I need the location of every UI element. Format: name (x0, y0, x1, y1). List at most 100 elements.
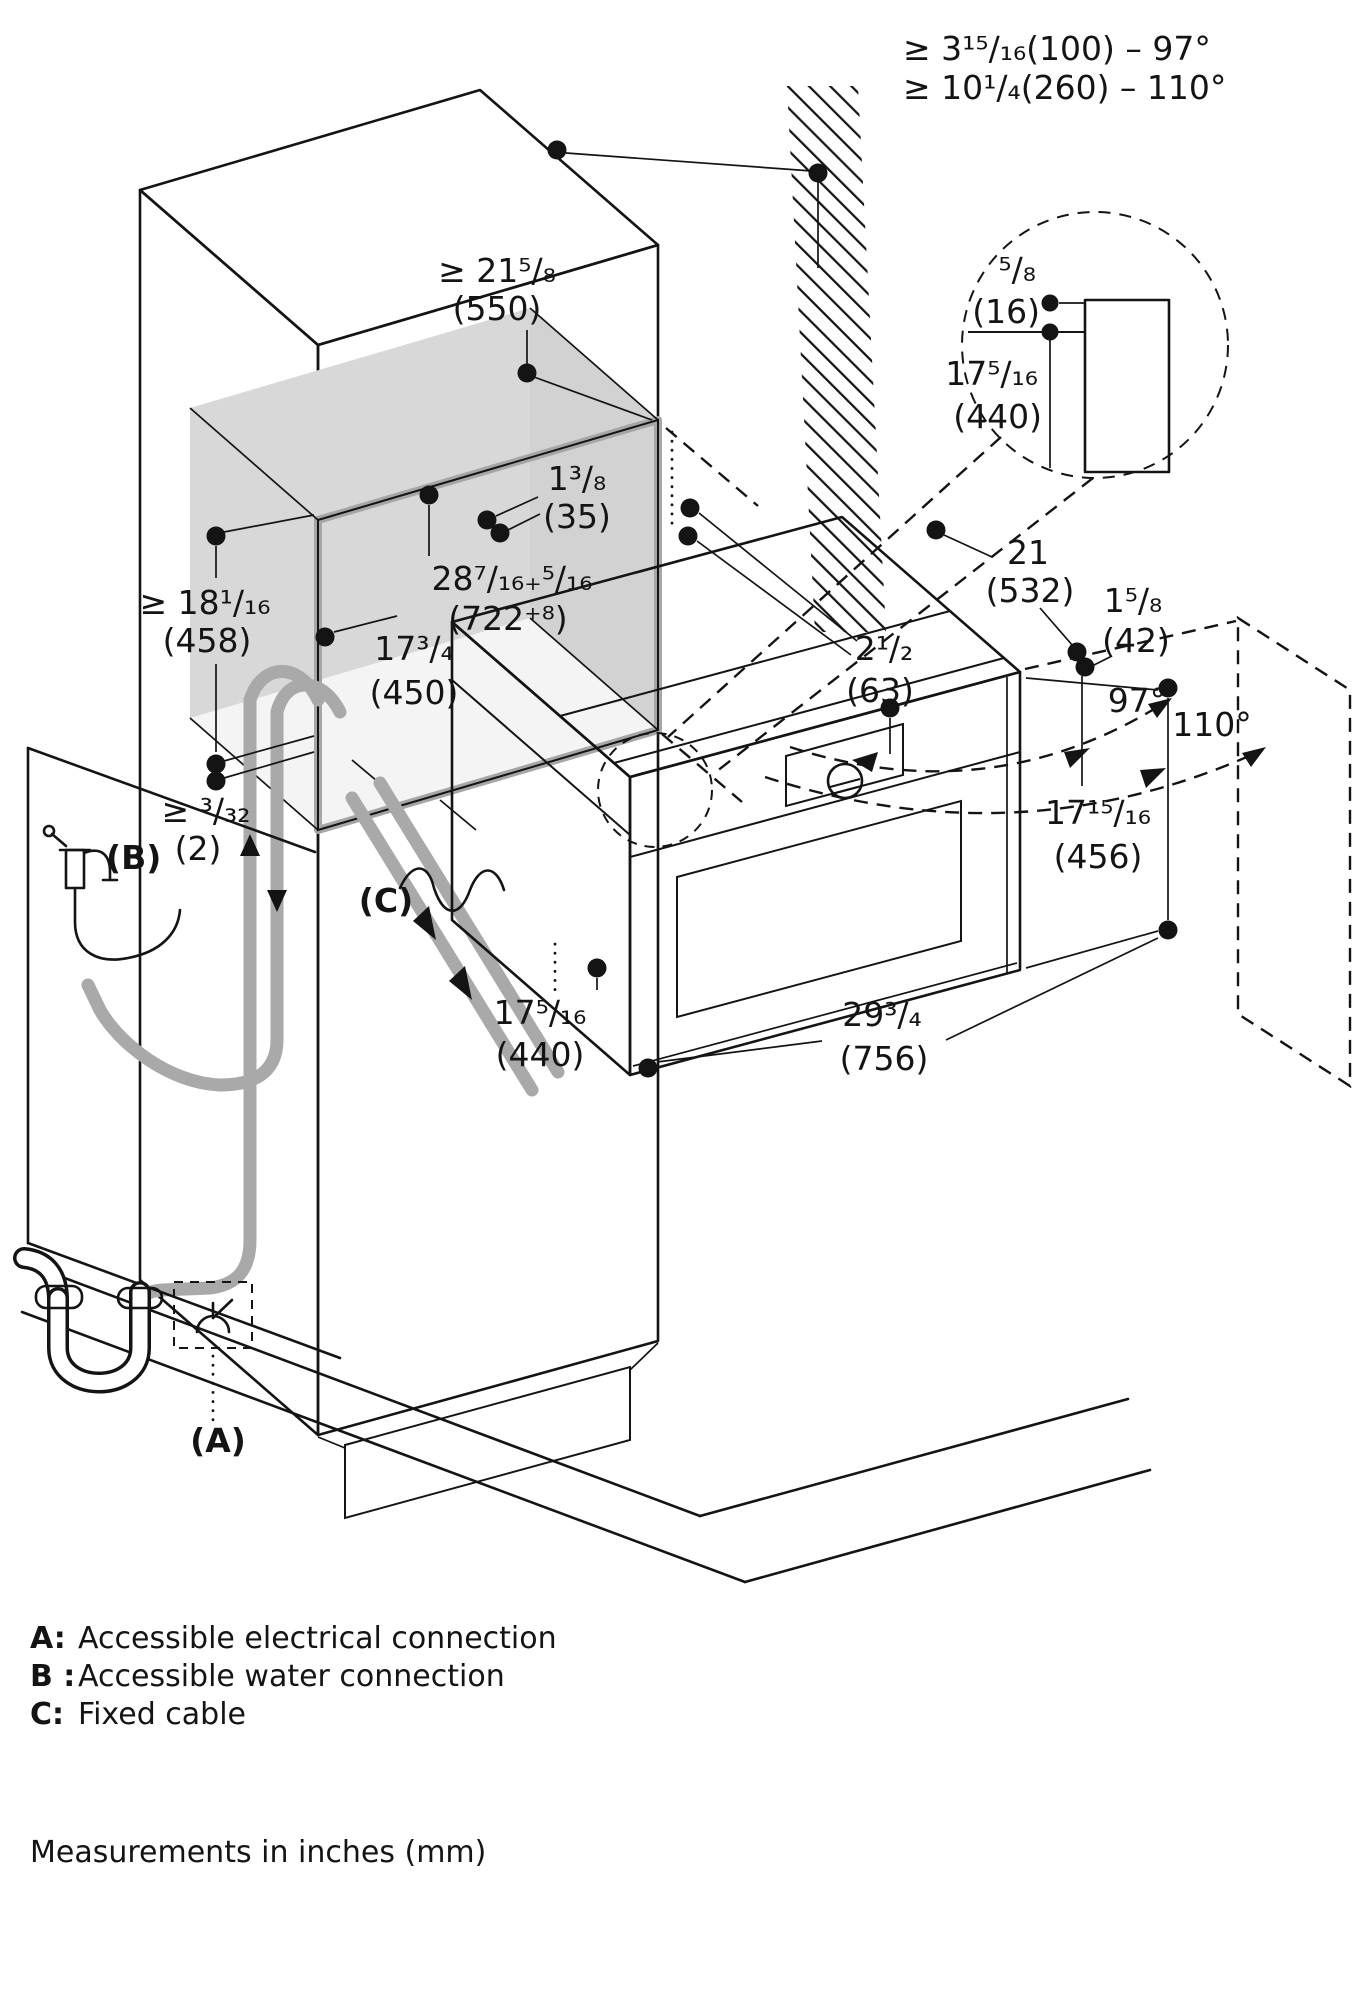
faucet-supply-pipe (73, 886, 182, 961)
arc-mid-arrow-left-icon (852, 752, 878, 772)
appliance-niche (189, 307, 662, 834)
dim-control-mm: (63) (846, 671, 914, 710)
dim-height-mm: (456) (1054, 837, 1143, 876)
dim-niche-width-in: 28⁷/₁₆₊⁵/₁₆ (431, 559, 592, 598)
faucet-icon (42, 824, 182, 961)
niche-floor (190, 618, 658, 830)
dim-top-clearance-in: ≥ 21⁵/₈ (438, 251, 556, 290)
detail-gap-in: ⁵/₈ (998, 250, 1036, 289)
leader-recess-2 (507, 513, 541, 531)
oven-corner-detail-circle (597, 732, 713, 848)
measurement-note: Measurements in inches (mm) (30, 1835, 486, 1870)
dim-recess-in: 1³/₈ (548, 459, 607, 498)
hose-arrow-1-icon (413, 906, 436, 940)
leader-control-2 (696, 540, 852, 656)
detail-gap-mm: (16) (972, 292, 1040, 331)
swing-arc-110 (764, 750, 1259, 815)
oven-control-recess (785, 722, 904, 808)
dot-oven-width (638, 1058, 658, 1078)
niche-right-wall (530, 308, 658, 730)
hose-supply (81, 678, 347, 1092)
room (20, 86, 1152, 1584)
detail-dot-2 (1041, 323, 1059, 341)
dot-rear-gap-1 (206, 754, 226, 774)
faucet-spout (82, 849, 112, 882)
dim-oven-depth-mm: (440) (496, 1035, 585, 1074)
dot-height-bottom (1158, 920, 1178, 940)
dim-panel-in: 1⁵/₈ (1104, 581, 1163, 620)
connection-b-label: (B) (106, 838, 161, 877)
detail-leader-2 (711, 477, 1094, 776)
dim-height-in: 17¹⁵/₁₆ (1045, 793, 1151, 832)
dot-panel-2 (1075, 657, 1095, 677)
hose-diagonal-2 (373, 776, 565, 1079)
dot-control-3 (880, 698, 900, 718)
wall-clearance-110: ≥ 10¹/₄(260) – 110° (903, 68, 1226, 107)
flow-arrow-down-icon (267, 890, 287, 912)
electrical-connection (173, 1281, 253, 1422)
legend-key-a: A: (30, 1621, 66, 1656)
leader-panel (1091, 655, 1113, 667)
plinth-join-left (317, 1436, 346, 1449)
counter-base-edge (26, 1241, 342, 1360)
trap-u-fill (50, 1284, 148, 1390)
dot-control-2 (678, 526, 698, 546)
dim-niche-depth-in: 17³/₄ (374, 629, 454, 668)
guide-bottom (661, 733, 743, 803)
connection-c-label: (C) (359, 881, 413, 920)
faucet-handle (50, 832, 68, 848)
dot-niche-depth (315, 627, 335, 647)
open-door-outline (1236, 615, 1352, 1089)
drain-trap-icon (13, 1247, 164, 1394)
leader-recess-1 (495, 496, 539, 517)
dot-panel-1 (1067, 642, 1087, 662)
wall-hatch (787, 86, 886, 632)
dim-niche-width-mm: (722⁺⁸) (448, 599, 567, 638)
faucet-body (64, 848, 86, 890)
oven-side-line (451, 679, 631, 836)
dim-depth-wall-mm: (532) (986, 571, 1075, 610)
niche-back-wall (190, 308, 530, 718)
guide-top (665, 427, 759, 507)
detail-leader-1 (667, 436, 1002, 738)
electrical-box (173, 1281, 253, 1349)
dot-control-1 (680, 498, 700, 518)
floor-edge-right (698, 1397, 1130, 1518)
dim-side-clearance-in: ≥ 18¹/₁₆ (140, 583, 271, 622)
legend-label-b: Accessible water connection (78, 1659, 505, 1694)
dim-rear-gap-in: ≥ ³/₃₂ (162, 791, 251, 830)
dot-rear-gap-2 (206, 771, 226, 791)
cabinet-plinth (344, 1365, 631, 1520)
detail-panel-mm: (440) (953, 397, 1042, 436)
dot-height-top (1158, 678, 1178, 698)
angle-110-label: 110° (1172, 705, 1252, 744)
dot-cabinet-top (547, 140, 567, 160)
oven-door-window (676, 799, 962, 1019)
detail-circle (961, 211, 1229, 479)
arc110-arrow-icon (1242, 747, 1266, 767)
arc97-arrow-icon (1148, 698, 1172, 718)
legend-label-c: Fixed cable (78, 1697, 246, 1732)
open-door-link-top (1024, 619, 1237, 671)
oven-top-body-line (559, 610, 951, 717)
faucet-handle-knob (42, 824, 56, 838)
hose-arrow-2-icon (449, 966, 472, 1000)
leader-oven-width-2 (945, 937, 1159, 1041)
legend-key-b: B : (30, 1659, 75, 1694)
outlet-stem-icon (211, 1298, 234, 1320)
leader-rear-gap-2 (223, 751, 315, 779)
oven-knob-grip (829, 778, 861, 795)
legend-key-c: C: (30, 1697, 64, 1732)
counter-top-edge (26, 746, 317, 854)
dim-oven-width-in: 29³/₄ (842, 995, 922, 1034)
door-swing (764, 615, 1352, 1089)
dot-recess-2 (490, 523, 510, 543)
insertion-guides (661, 427, 759, 803)
wall-clearance-97: ≥ 3¹⁵/₁₆(100) – 97° (903, 29, 1211, 68)
hose-diagonal-1 (345, 791, 539, 1097)
oven-top-frame-line (613, 657, 1005, 764)
plinth-join-right (629, 1342, 659, 1371)
leader-rear-gap-1 (223, 735, 315, 762)
leader-control-1 (698, 512, 858, 642)
